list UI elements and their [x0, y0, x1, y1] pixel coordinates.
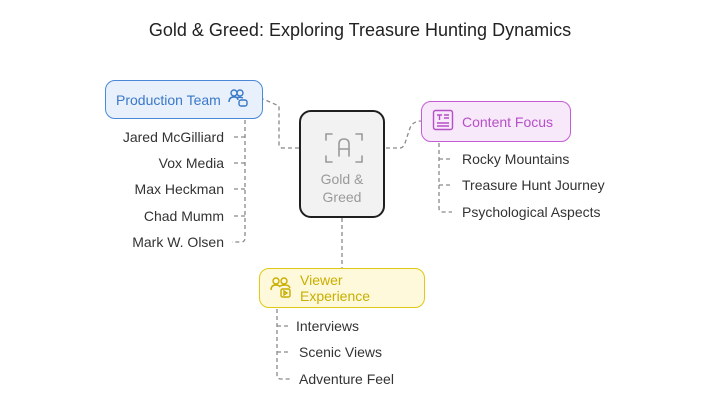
- diagram-title: Gold & Greed: Exploring Treasure Hunting…: [148, 20, 572, 40]
- viewer-experience-label: Viewer Experience: [300, 272, 371, 304]
- center-label: Gold & Greed: [320, 171, 364, 205]
- text-document-icon: [432, 109, 454, 134]
- production-item-3: Max Heckman: [134, 181, 224, 197]
- content-focus-label: Content Focus: [462, 113, 554, 130]
- team-people-icon: [227, 88, 249, 111]
- production-item-1: Jared McGilliard: [122, 129, 224, 145]
- document-a-icon: [322, 130, 366, 171]
- production-team-label: Production Team: [116, 91, 221, 108]
- production-item-2: Vox Media: [158, 155, 224, 171]
- content-focus-node: Content Focus: [421, 101, 571, 142]
- viewer-item-2: Scenic Views: [299, 344, 383, 360]
- content-item-2: Treasure Hunt Journey: [462, 177, 605, 193]
- production-item-4: Chad Mumm: [143, 208, 224, 224]
- viewers-icon: [270, 276, 292, 301]
- content-item-1: Rocky Mountains: [462, 151, 570, 167]
- viewer-experience-node: Viewer Experience: [259, 268, 425, 308]
- production-item-5: Mark W. Olsen: [132, 234, 224, 250]
- viewer-item-1: Interviews: [296, 318, 360, 334]
- content-item-3: Psychological Aspects: [462, 204, 601, 220]
- center-node: Gold & Greed: [299, 110, 385, 218]
- viewer-item-3: Adventure Feel: [299, 371, 394, 387]
- production-team-node: Production Team: [105, 80, 263, 119]
